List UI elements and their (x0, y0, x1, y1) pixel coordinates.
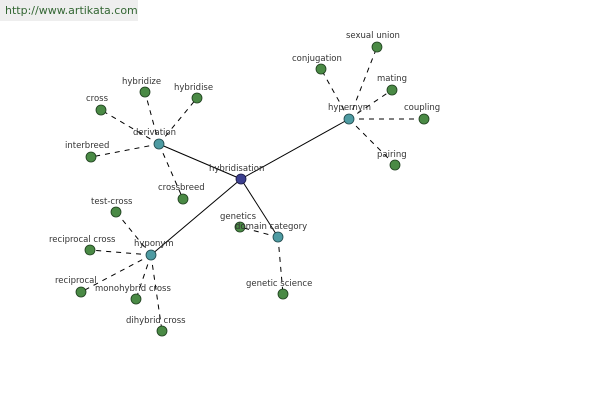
label-derivation[interactable]: derivation (133, 128, 176, 138)
label-crossbreed[interactable]: crossbreed (158, 183, 205, 193)
label-hybridise[interactable]: hybridise (174, 83, 213, 93)
label-reciprocal[interactable]: reciprocal (55, 276, 97, 286)
node-conjugation[interactable] (315, 63, 327, 75)
node-monohybrid-cross[interactable] (130, 293, 142, 305)
label-dihybrid-cross[interactable]: dihybrid cross (126, 316, 186, 326)
edge-derivation-to-hybridize (144, 91, 160, 145)
label-interbreed[interactable]: interbreed (65, 141, 109, 151)
node-hybridize[interactable] (139, 86, 151, 98)
node-crossbreed[interactable] (177, 193, 189, 205)
label-mating[interactable]: mating (377, 74, 407, 84)
node-reciprocal-cross[interactable] (84, 244, 96, 256)
label-hypernym[interactable]: hypernym (328, 103, 371, 113)
watermark-url[interactable]: http://www.artikata.com (5, 4, 138, 17)
edge-domain-category-to-genetics (239, 226, 279, 238)
edge-hyponym-to-monohybrid-cross (135, 254, 152, 300)
node-pairing[interactable] (389, 159, 401, 171)
edge-derivation-to-crossbreed (158, 143, 184, 200)
node-test-cross[interactable] (110, 206, 122, 218)
edge-hypernym-to-pairing (348, 118, 396, 166)
label-test-cross[interactable]: test-cross (91, 197, 133, 207)
node-dihybrid-cross[interactable] (156, 325, 168, 337)
label-cross[interactable]: cross (86, 94, 109, 104)
node-sexual-union[interactable] (371, 41, 383, 53)
label-domain-category[interactable]: domain category (235, 222, 307, 232)
label-monohybrid-cross[interactable]: monohybrid cross (95, 284, 171, 294)
node-hypernym[interactable] (343, 113, 355, 125)
label-hybridize[interactable]: hybridize (122, 77, 161, 87)
label-pairing[interactable]: pairing (377, 150, 407, 160)
node-cross[interactable] (95, 104, 107, 116)
label-reciprocal-cross[interactable]: reciprocal cross (49, 235, 116, 245)
node-reciprocal[interactable] (75, 286, 87, 298)
node-mating[interactable] (386, 84, 398, 96)
label-hyponym[interactable]: hyponym (134, 239, 174, 249)
edge-hybridisation-to-hyponym (150, 178, 242, 256)
graph-edges (80, 46, 424, 332)
node-interbreed[interactable] (85, 151, 97, 163)
watermark-banner: http://www.artikata.com (0, 0, 138, 21)
edge-hypernym-to-mating (348, 89, 393, 120)
edge-hybridisation-to-domain-category (240, 178, 279, 238)
label-genetic-science[interactable]: genetic science (246, 279, 312, 289)
node-hyponym[interactable] (145, 249, 157, 261)
edge-derivation-to-interbreed (90, 143, 160, 158)
label-conjugation[interactable]: conjugation (292, 54, 342, 64)
edge-hybridisation-to-hypernym (240, 118, 350, 180)
graph-labels: hybridize hybridise cross interbreed crossbr… (49, 31, 440, 326)
node-coupling[interactable] (418, 113, 430, 125)
node-hybridisation[interactable] (235, 173, 247, 185)
label-sexual-union[interactable]: sexual union (346, 31, 400, 41)
label-coupling[interactable]: coupling (404, 103, 440, 113)
graph-nodes (75, 41, 430, 337)
edge-hypernym-to-sexual-union (348, 46, 378, 120)
node-genetics[interactable] (234, 221, 246, 233)
node-genetic-science[interactable] (277, 288, 289, 300)
label-hybridisation[interactable]: hybridisation (209, 164, 264, 174)
label-genetics[interactable]: genetics (220, 212, 257, 222)
node-derivation[interactable] (153, 138, 165, 150)
node-hybridise[interactable] (191, 92, 203, 104)
edge-hyponym-to-reciprocal-cross (89, 249, 152, 256)
edge-derivation-to-cross (100, 109, 160, 145)
edge-hyponym-to-dihybrid-cross (150, 254, 163, 332)
node-domain-category[interactable] (272, 231, 284, 243)
edge-hybridisation-to-derivation (158, 143, 242, 180)
edge-hyponym-to-reciprocal (80, 254, 152, 293)
